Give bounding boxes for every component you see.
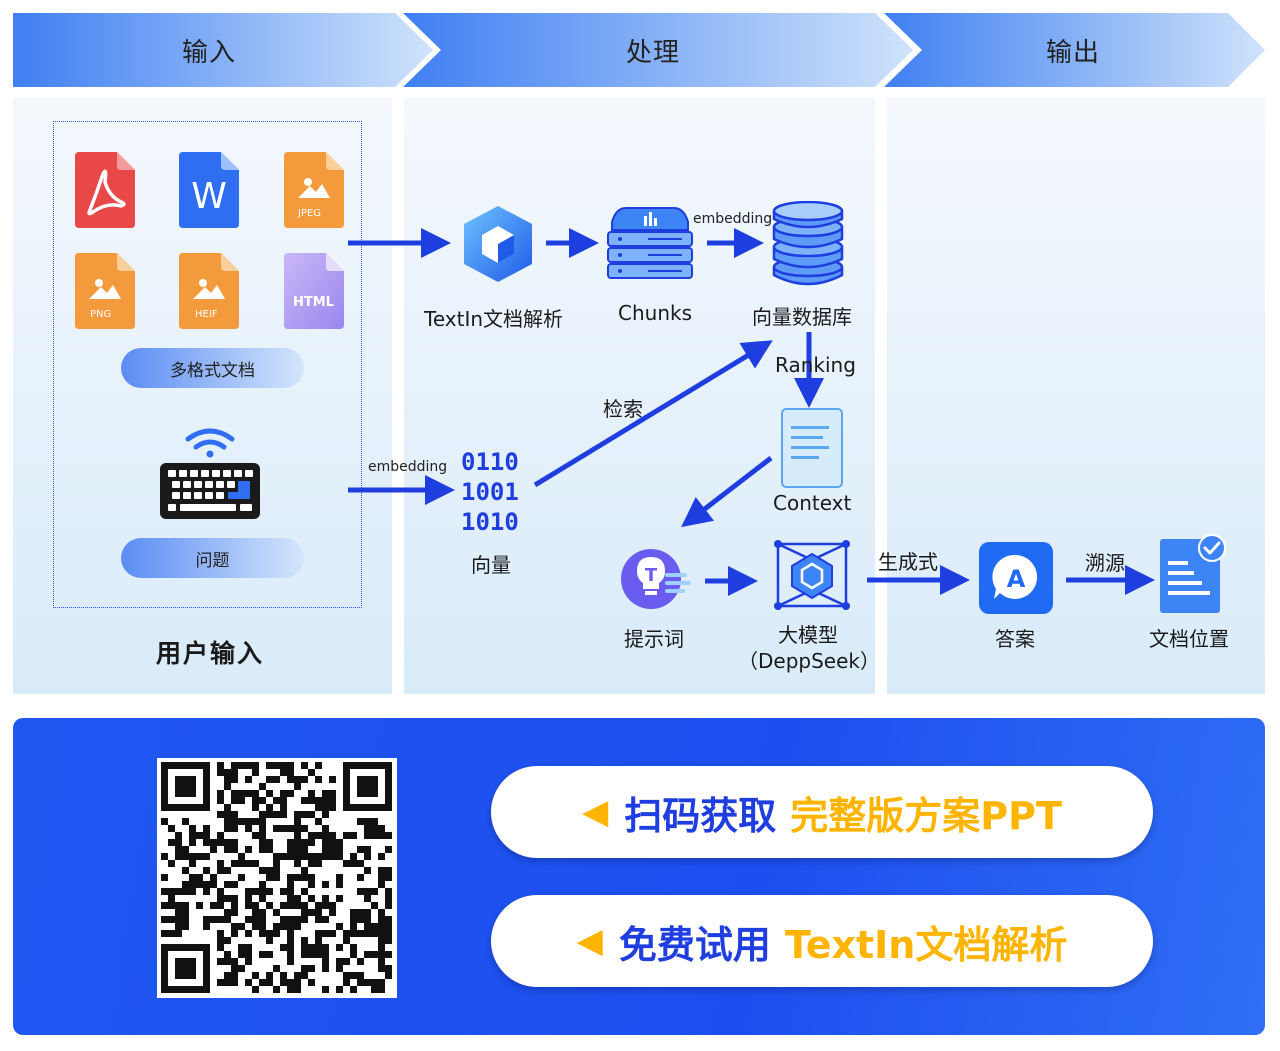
stage-process-chevron xyxy=(403,13,913,87)
left-triangle-icon: ◀ xyxy=(576,921,603,961)
png-label: PNG xyxy=(90,309,112,320)
embedding-label-top: embedding xyxy=(693,211,773,227)
model-name-label: （DeppSeek） xyxy=(738,649,880,673)
answer-icon-letter: A xyxy=(1007,565,1026,593)
generative-label: 生成式 xyxy=(878,550,938,574)
cta-get-ppt-button[interactable]: ◀ 扫码获取 完整版方案PPT xyxy=(491,766,1153,858)
answer-icon: A xyxy=(979,542,1053,614)
doc-position-label: 文档位置 xyxy=(1149,627,1229,651)
large-model-icon xyxy=(774,540,850,610)
retrieve-label: 检索 xyxy=(603,397,643,421)
model-label: 大模型 xyxy=(778,623,838,647)
stage-output-chevron xyxy=(884,13,1265,87)
pdf-file-icon xyxy=(75,152,135,228)
stage-output-label: 输出 xyxy=(1046,38,1101,68)
answer-label: 答案 xyxy=(995,627,1035,651)
html-file-icon xyxy=(284,253,344,329)
png-file-icon xyxy=(75,253,135,329)
formats-pill: 多格式文档 xyxy=(121,348,304,388)
trace-label: 溯源 xyxy=(1085,551,1125,575)
ranking-label: Ranking xyxy=(775,353,856,377)
html-label: HTML xyxy=(293,295,334,310)
heif-label: HEIF xyxy=(195,309,218,320)
vector-database-icon xyxy=(772,201,844,286)
left-triangle-icon: ◀ xyxy=(582,792,609,832)
stage-process-label: 处理 xyxy=(626,38,681,68)
flow-arrows xyxy=(348,228,1155,596)
stage-header xyxy=(13,13,1265,87)
arrow-vector-to-vectordb xyxy=(533,340,773,488)
prompt-lightbulb-icon: T xyxy=(621,549,691,609)
textin-label: TextIn文档解析 xyxy=(424,307,564,331)
chunks-server-icon xyxy=(607,207,693,279)
cta-get-ppt-gold: 完整版方案PPT xyxy=(790,793,1062,838)
qr-code[interactable] xyxy=(157,758,397,998)
context-document-icon xyxy=(781,408,843,488)
embedding-label-left: embedding xyxy=(368,459,448,475)
textin-cube-icon xyxy=(464,206,532,282)
vector-db-label: 向量数据库 xyxy=(752,305,852,329)
svg-text:T: T xyxy=(645,565,658,586)
binary-vector: 0110 1001 1010 xyxy=(461,447,519,537)
stage-input-chevron xyxy=(13,13,433,87)
qr-code-pattern xyxy=(161,762,392,993)
context-label: Context xyxy=(773,491,852,515)
cta-free-trial-gold: TextIn文档解析 xyxy=(784,922,1068,967)
question-pill: 问题 xyxy=(121,538,304,578)
keyboard-icon xyxy=(160,428,260,519)
user-input-label: 用户输入 xyxy=(156,639,265,668)
arrow-context-to-prompt xyxy=(681,456,773,528)
word-file-icon: W xyxy=(179,152,239,228)
user-input-box xyxy=(53,121,362,608)
binary-line: 1010 xyxy=(461,508,519,536)
vector-label: 向量 xyxy=(471,553,511,577)
heif-file-icon xyxy=(179,253,239,329)
binary-line: 0110 xyxy=(461,448,519,476)
cta-free-trial-button[interactable]: ◀ 免费试用 TextIn文档解析 xyxy=(491,895,1153,987)
jpeg-file-icon xyxy=(284,152,344,228)
cta-free-trial-blue: 免费试用 xyxy=(618,922,771,967)
prompt-label: 提示词 xyxy=(624,627,684,651)
chunks-label: Chunks xyxy=(618,301,692,325)
jpeg-label: JPEG xyxy=(298,208,322,219)
stage-input-label: 输入 xyxy=(182,38,237,68)
binary-line: 1001 xyxy=(461,478,519,506)
cta-get-ppt-blue: 扫码获取 xyxy=(624,793,777,838)
document-position-icon xyxy=(1160,534,1226,613)
svg-text:W: W xyxy=(191,176,227,217)
